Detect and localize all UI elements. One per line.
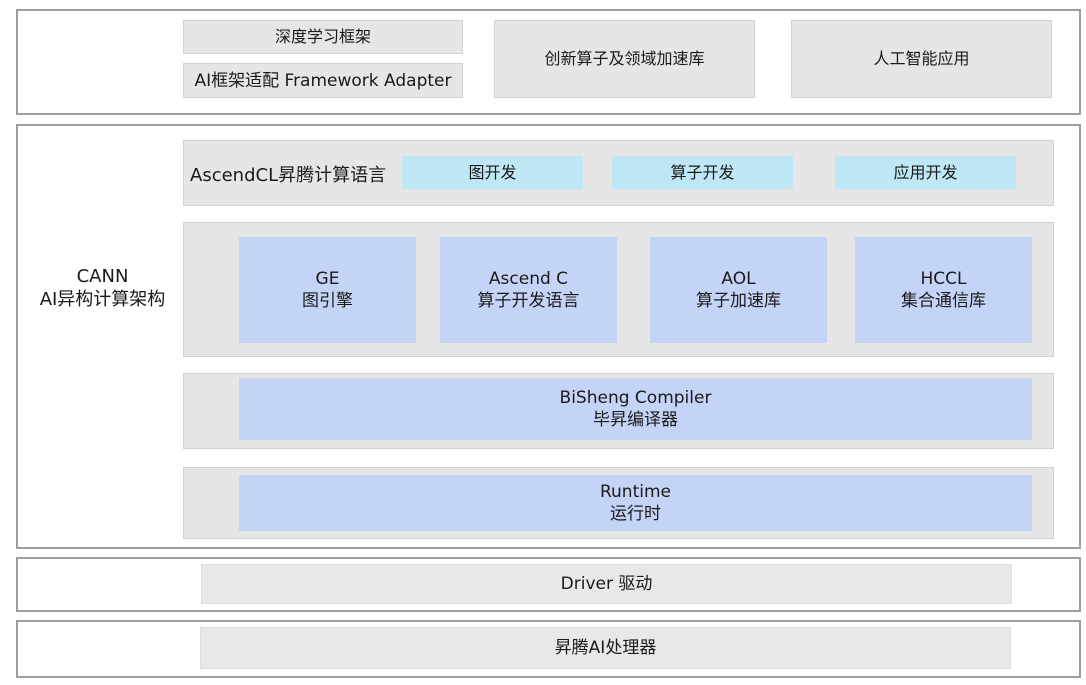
cann-title: CANN AI异构计算架构 xyxy=(30,262,175,314)
ai-applications-box: 人工智能应用 xyxy=(791,20,1052,98)
cann-title-line1: CANN xyxy=(76,266,129,287)
processor-label: 昇腾AI处理器 xyxy=(554,638,657,658)
ascend-c-name: Ascend C xyxy=(488,269,569,289)
driver-box: Driver 驱动 xyxy=(201,564,1012,604)
operator-development-box: 算子开发 xyxy=(612,156,793,189)
cann-title-line2: AI异构计算架构 xyxy=(39,289,166,310)
hccl-desc: 集合通信库 xyxy=(901,291,986,311)
compiler-name: BiSheng Compiler xyxy=(559,388,712,408)
ascendcl-label: AscendCL昇腾计算语言 xyxy=(190,165,387,186)
ascend-c-desc: 算子开发语言 xyxy=(477,291,580,311)
aol-desc: 算子加速库 xyxy=(696,291,781,311)
ge-name: GE xyxy=(315,269,340,289)
ge-desc: 图引擎 xyxy=(302,291,353,311)
application-development-box: 应用开发 xyxy=(835,156,1016,189)
ascend-c-module: Ascend C 算子开发语言 xyxy=(440,237,617,343)
runtime-box: Runtime 运行时 xyxy=(239,475,1032,531)
hccl-name: HCCL xyxy=(920,269,967,289)
runtime-name: Runtime xyxy=(599,482,671,502)
deep-learning-framework-box: 深度学习框架 xyxy=(183,20,463,54)
graph-development-box: 图开发 xyxy=(402,156,583,189)
bisheng-compiler-box: BiSheng Compiler 毕昇编译器 xyxy=(239,378,1032,440)
runtime-desc: 运行时 xyxy=(610,504,661,524)
ai-framework-adapter-box: AI框架适配 Framework Adapter xyxy=(183,63,463,98)
innovative-operators-box: 创新算子及领域加速库 xyxy=(494,20,755,98)
processor-box: 昇腾AI处理器 xyxy=(200,627,1011,669)
driver-label: Driver 驱动 xyxy=(560,574,653,594)
graph-development-label: 图开发 xyxy=(468,162,517,182)
ge-module: GE 图引擎 xyxy=(239,237,416,343)
ai-applications-label: 人工智能应用 xyxy=(873,49,970,68)
aol-name: AOL xyxy=(721,269,756,289)
aol-module: AOL 算子加速库 xyxy=(650,237,827,343)
operator-development-label: 算子开发 xyxy=(670,162,735,182)
innovative-operators-label: 创新算子及领域加速库 xyxy=(544,49,705,68)
compiler-desc: 毕昇编译器 xyxy=(593,410,678,430)
deep-learning-framework-label: 深度学习框架 xyxy=(274,27,371,46)
application-development-label: 应用开发 xyxy=(893,162,958,182)
ai-framework-adapter-label: AI框架适配 Framework Adapter xyxy=(194,70,452,91)
hccl-module: HCCL 集合通信库 xyxy=(855,237,1032,343)
